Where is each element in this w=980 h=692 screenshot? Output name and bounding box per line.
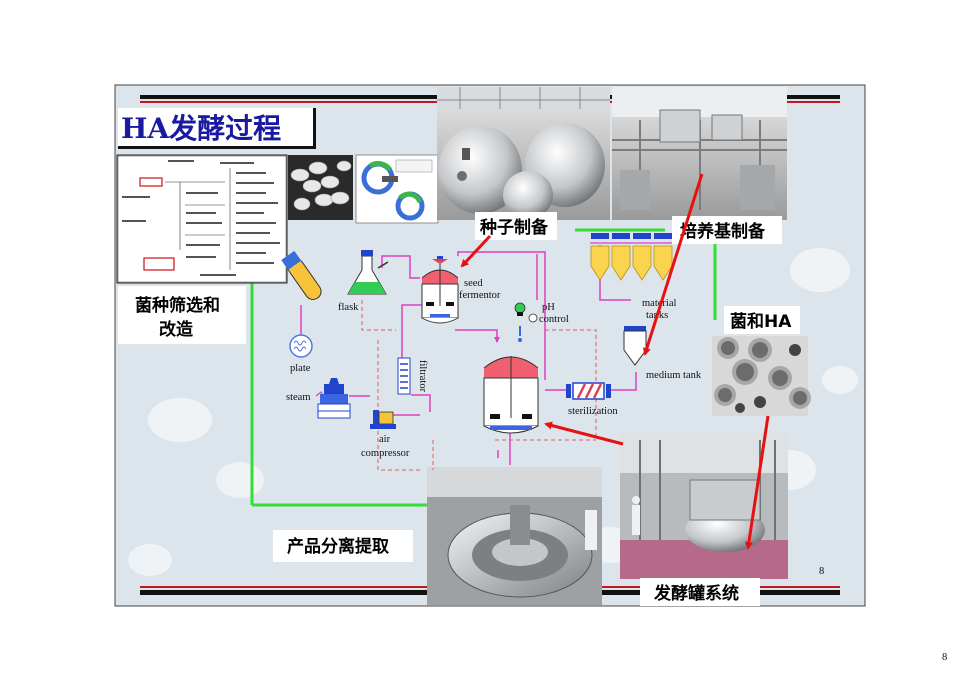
air-compressor-icon bbox=[370, 410, 396, 429]
ph-label: pH bbox=[542, 302, 555, 313]
sterilization-icon bbox=[566, 382, 611, 400]
main-fermentor-icon bbox=[483, 356, 539, 434]
filtrator-label: filtrator bbox=[417, 360, 428, 393]
process-diagram: flask plate steam bbox=[281, 233, 702, 471]
red-arrows bbox=[460, 173, 770, 550]
seed-fermentor-icon bbox=[421, 256, 459, 324]
flask-icon bbox=[347, 250, 389, 295]
strain-label-line1: 菌种筛选和 bbox=[135, 295, 220, 316]
page-title: HA发酵过程 bbox=[121, 112, 281, 145]
product-callout: 产品分离提取 bbox=[273, 530, 413, 562]
fermentor-label: fermentor bbox=[459, 290, 501, 301]
medium-preparation-photo bbox=[612, 87, 787, 220]
air-label: air bbox=[379, 434, 391, 445]
plasmid-map-image bbox=[355, 154, 439, 224]
slide-number: 8 bbox=[819, 566, 824, 577]
bacteria-ha-micrograph bbox=[712, 336, 811, 416]
medium-tank-icon bbox=[623, 326, 647, 366]
steam-label: steam bbox=[286, 392, 311, 403]
sterilization-label: sterilization bbox=[568, 406, 618, 417]
arrow-medium-to-tank bbox=[642, 173, 704, 356]
plate-icon bbox=[289, 334, 313, 358]
arrow-system-to-main bbox=[544, 421, 624, 446]
plate-label: plate bbox=[290, 363, 311, 374]
product-label: 产品分离提取 bbox=[287, 536, 389, 557]
arrow-seed-to-fermentor bbox=[460, 234, 492, 268]
medium-prep-callout: 培养基制备 bbox=[672, 216, 782, 244]
title-box: HA发酵过程 bbox=[118, 108, 316, 149]
control-label: control bbox=[539, 314, 569, 325]
medium-tank-label: medium tank bbox=[646, 370, 702, 381]
fermenter-system-callout: 发酵罐系统 bbox=[640, 578, 760, 606]
bacteria-ha-callout: 菌和HA bbox=[724, 306, 800, 334]
flask-label: flask bbox=[338, 302, 359, 313]
ph-control-icon bbox=[514, 302, 538, 342]
fermenter-system-label: 发酵罐系统 bbox=[653, 583, 739, 604]
fermenter-system-photo bbox=[620, 433, 788, 579]
bacteria-ha-label: 菌和HA bbox=[730, 312, 792, 332]
compressor-label: compressor bbox=[361, 448, 410, 459]
medium-prep-label: 培养基制备 bbox=[680, 221, 766, 242]
culture-tube-icon bbox=[281, 250, 322, 300]
seed-preparation-photo bbox=[437, 87, 610, 220]
material-tanks-icon bbox=[590, 233, 674, 281]
strain-label-line2: 改造 bbox=[159, 319, 194, 340]
material-label: material bbox=[642, 298, 676, 309]
filtrator-icon bbox=[397, 357, 411, 395]
seed-prep-label: 种子制备 bbox=[479, 217, 549, 238]
strain-callout: 菌种筛选和 改造 bbox=[118, 286, 246, 344]
metabolic-pathway-image bbox=[116, 154, 288, 284]
bacteria-micrograph bbox=[288, 155, 353, 220]
arrow-ha-to-fermenter bbox=[744, 415, 770, 550]
product-extraction-photo bbox=[427, 467, 602, 605]
page-number: 8 bbox=[942, 652, 947, 663]
seed-prep-callout: 种子制备 bbox=[475, 212, 557, 240]
steam-pump-icon bbox=[317, 378, 351, 419]
seed-label: seed bbox=[464, 278, 483, 289]
